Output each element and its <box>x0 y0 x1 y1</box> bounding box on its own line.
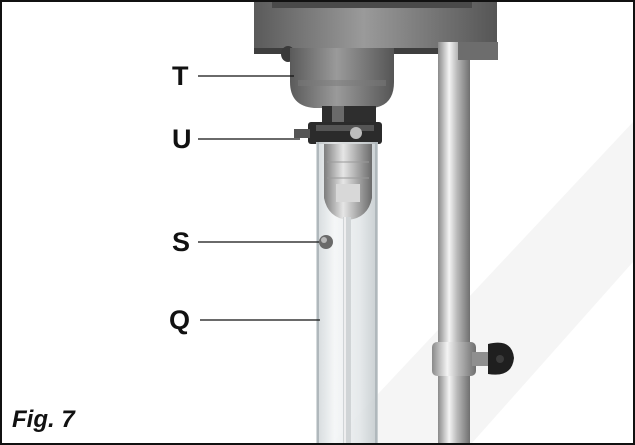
speed-knob-T <box>281 46 394 108</box>
callout-T: T <box>172 61 189 91</box>
chuck <box>324 144 372 220</box>
callout-Q: Q <box>169 305 191 335</box>
callout-S: S <box>172 227 191 257</box>
locking-ring-U <box>294 122 382 144</box>
side-screw-S <box>319 235 333 249</box>
support-rod <box>438 42 498 443</box>
watermark <box>332 122 633 443</box>
stirrer-shaft <box>343 217 351 443</box>
spindle-neck <box>322 106 376 124</box>
figure-caption: Fig. 7 <box>12 406 75 433</box>
callout-U: U <box>172 124 192 154</box>
rod-clamp <box>432 342 514 376</box>
leader-lines <box>198 75 320 321</box>
